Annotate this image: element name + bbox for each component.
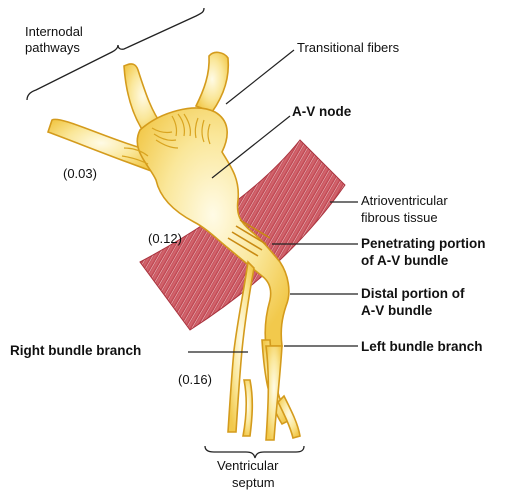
ventricular-label-line1: Ventricular — [217, 459, 278, 474]
ventricular-bracket — [205, 446, 304, 458]
timing-016: (0.16) — [178, 373, 212, 388]
distal-label-line1: Distal portion of — [361, 286, 465, 302]
internodal-label-line1: Internodal — [25, 25, 83, 40]
timing-012: (0.12) — [148, 232, 182, 247]
timing-003: (0.03) — [63, 167, 97, 182]
internodal-label-line2: pathways — [25, 41, 80, 56]
ventricular-label-line2: septum — [232, 476, 275, 491]
penetrating-label-line2: of A-V bundle — [361, 253, 448, 269]
right-bundle-branch-label: Right bundle branch — [10, 343, 141, 359]
atrioventricular-label-line1: Atrioventricular — [361, 194, 448, 209]
transitional-fibers-label: Transitional fibers — [297, 41, 399, 56]
left-bundle-branch-label: Left bundle branch — [361, 339, 483, 355]
atrioventricular-label-line2: fibrous tissue — [361, 211, 438, 226]
distal-label-line2: A-V bundle — [361, 303, 432, 319]
penetrating-label-line1: Penetrating portion — [361, 236, 486, 252]
av-node-label: A-V node — [292, 104, 351, 120]
